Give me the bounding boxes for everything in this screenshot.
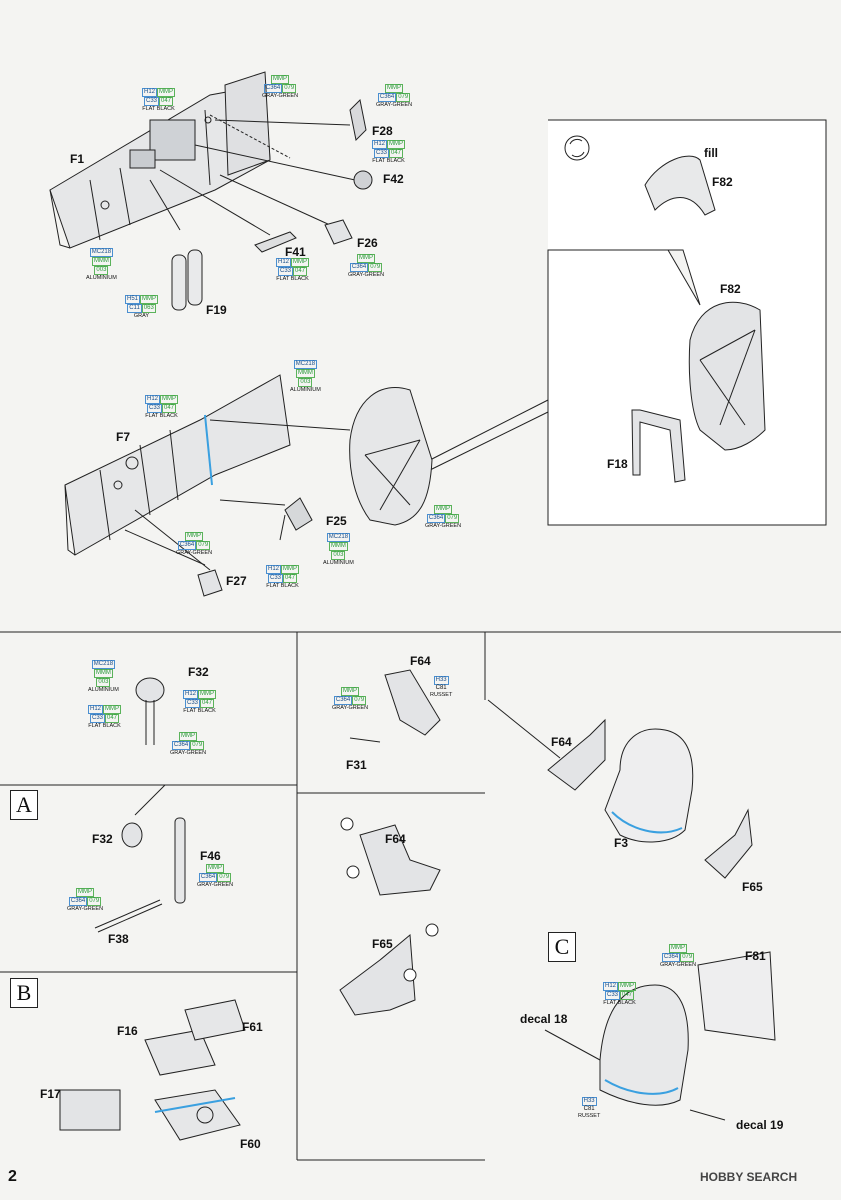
watermark: HOBBY SEARCH <box>700 1170 798 1184</box>
part-label: F27 <box>226 574 247 588</box>
section-letter-c: C <box>548 932 576 962</box>
paint-callout: H33 C81 RUSSET <box>578 1097 601 1119</box>
section-letter-a: A <box>10 790 38 820</box>
part-label: F18 <box>607 457 628 471</box>
paint-callout: MC218 MMM 003 ALUMINIUM <box>323 533 354 566</box>
part-label: decal 19 <box>736 1118 784 1132</box>
part-label: decal 18 <box>520 1012 568 1026</box>
part-label: F17 <box>40 1087 61 1101</box>
part-label: F46 <box>200 849 221 863</box>
part-label: F28 <box>372 124 393 138</box>
sidewall-f1-drawing <box>49 71 356 249</box>
bottle-f19-drawing <box>171 249 203 311</box>
paint-callout: MC218 MMM 003 ALUMINIUM <box>88 660 119 693</box>
part-label: fill <box>704 146 718 160</box>
part-label: F65 <box>372 937 393 951</box>
part-label: F16 <box>117 1024 138 1038</box>
part-label: F1 <box>70 152 85 166</box>
part-label: F64 <box>385 832 406 846</box>
part-label: F65 <box>742 880 763 894</box>
part-label: F31 <box>346 758 367 772</box>
part-label: F82 <box>720 282 741 296</box>
part-label: F64 <box>410 654 431 668</box>
section-letter-b: B <box>10 978 38 1008</box>
part-label: F41 <box>285 245 306 259</box>
part-f32-drawing <box>135 677 165 745</box>
page-number: 2 <box>8 1168 17 1185</box>
paint-callout: MC218 MMM 003 ALUMINIUM <box>290 360 321 393</box>
part-label: F32 <box>188 665 209 679</box>
part-label: F32 <box>92 832 113 846</box>
part-label: F64 <box>551 735 572 749</box>
part-label: F61 <box>242 1020 263 1034</box>
part-label: F60 <box>240 1137 261 1151</box>
part-label: F81 <box>745 949 766 963</box>
part-label: F19 <box>206 303 227 317</box>
part-label: F25 <box>326 514 347 528</box>
part-label: F42 <box>383 172 404 186</box>
part-label: F82 <box>712 175 733 189</box>
paint-callout: MC218 MMM 003 ALUMINIUM <box>86 248 117 281</box>
part-label: F7 <box>116 430 131 444</box>
part-label: F26 <box>357 236 378 250</box>
part-label: F3 <box>614 836 629 850</box>
paint-callout: H33 C81 RUSSET <box>430 676 453 698</box>
part-label: F38 <box>108 932 129 946</box>
